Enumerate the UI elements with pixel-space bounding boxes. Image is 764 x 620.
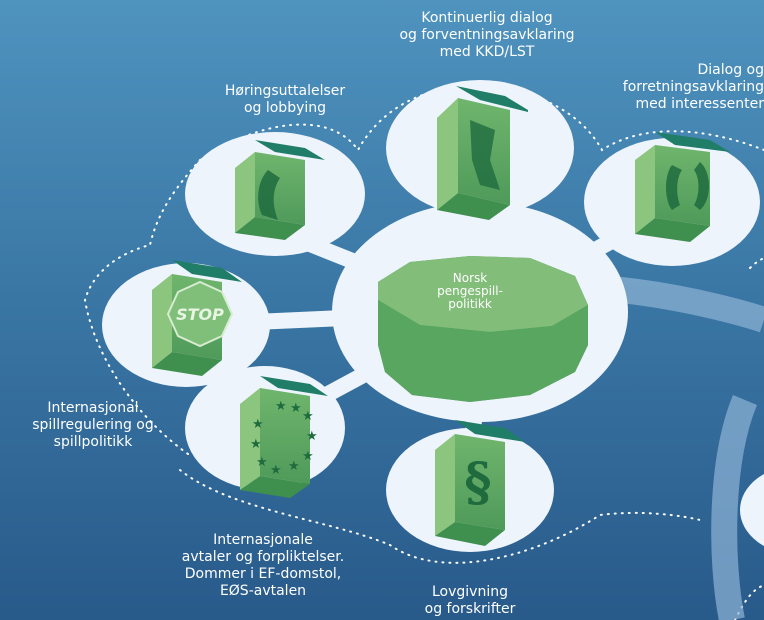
label-left-line-3: spillpolitikk — [53, 434, 133, 450]
svg-text:★: ★ — [275, 399, 287, 414]
label-upper-left-line-1: Høringsuttalelser — [224, 83, 346, 99]
center-prism — [378, 256, 588, 402]
center-label: Norsk pengespill- politikk — [420, 272, 520, 311]
svg-text:★: ★ — [256, 455, 268, 470]
dotted-boundary-right-upper — [749, 257, 764, 269]
label-bottom-line-2: og forskrifter — [424, 601, 516, 617]
svg-text:★: ★ — [290, 401, 302, 416]
svg-text:★: ★ — [302, 449, 314, 464]
svg-text:★: ★ — [302, 409, 314, 424]
svg-text:★: ★ — [288, 459, 300, 474]
stop-sign-text: STOP — [176, 305, 224, 324]
label-upper-right-line-2: forretningsavklaring — [622, 79, 764, 95]
label-left-line-1: Internasjonal — [47, 400, 139, 416]
label-upper-right-line-1: Dialog og — [697, 62, 764, 78]
svg-text:★: ★ — [252, 417, 264, 432]
svg-text:★: ★ — [250, 437, 262, 452]
label-lower-left-line-3: Dommer i EF-domstol, — [184, 566, 342, 582]
paragraph-sign-text: § — [464, 452, 491, 513]
svg-text:★: ★ — [306, 429, 318, 444]
stop-sign-icon: STOP — [152, 260, 242, 376]
label-lower-left-line-2: avtaler og forpliktelser. — [181, 549, 345, 565]
center-line-1: Norsk — [452, 271, 488, 285]
lion-icon — [437, 86, 528, 220]
label-lower-left: Internasjonale avtaler og forpliktelser.… — [158, 532, 368, 600]
center-line-3: politikk — [448, 297, 492, 311]
label-upper-right-line-3: med interessenter — [635, 96, 764, 112]
arc-band — [598, 275, 764, 620]
label-top-line-2: og forventningsavklaring — [399, 27, 575, 43]
dotted-boundary-bottom — [179, 469, 701, 564]
label-left: Internasjonal spillregulering og spillpo… — [18, 400, 168, 451]
partial-disc-right — [740, 474, 764, 546]
label-lower-left-line-4: EØS-avtalen — [219, 583, 307, 599]
label-top: Kontinuerlig dialog og forventningsavkla… — [377, 10, 597, 61]
label-upper-left-line-2: og lobbying — [243, 100, 327, 116]
dialog-icon — [635, 132, 730, 242]
dotted-boundary — [83, 84, 764, 455]
dotted-boundary-right — [734, 584, 764, 620]
label-bottom-line-1: Lovgivning — [432, 584, 508, 600]
label-left-line-2: spillregulering og — [32, 417, 154, 433]
center-line-2: pengespill- — [437, 284, 503, 298]
eu-stars-icon: ★★★ ★★★ ★★★★ — [240, 376, 328, 498]
label-top-line-1: Kontinuerlig dialog — [421, 10, 553, 26]
label-lower-left-line-1: Internasjonale — [213, 532, 313, 548]
label-top-line-3: med KKD/LST — [439, 44, 535, 60]
phone-icon — [235, 140, 325, 240]
label-upper-right: Dialog og forretningsavklaring med inter… — [600, 62, 764, 113]
svg-text:★: ★ — [270, 463, 282, 478]
paragraph-icon: § — [435, 420, 525, 546]
label-upper-left: Høringsuttalelser og lobbying — [205, 83, 365, 117]
label-bottom: Lovgivning og forskrifter — [405, 584, 535, 618]
